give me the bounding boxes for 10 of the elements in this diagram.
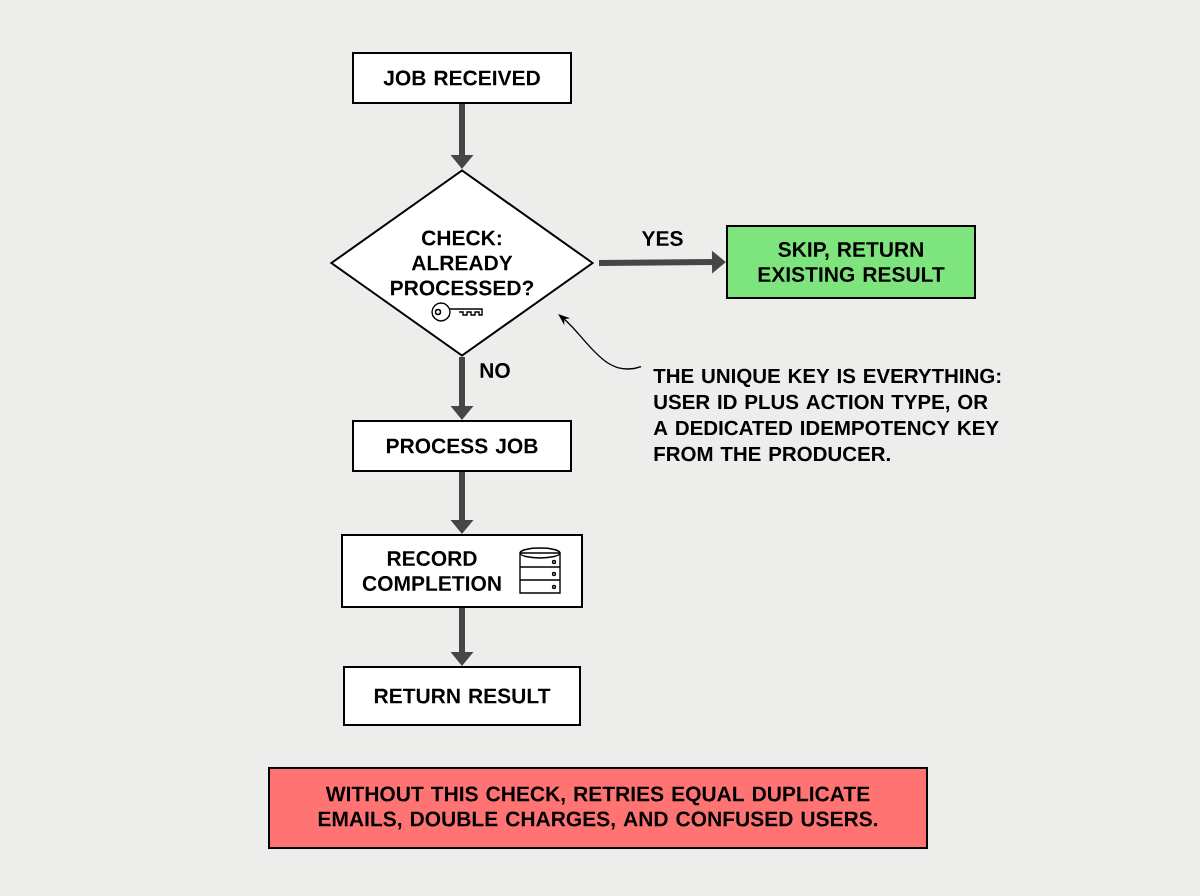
process-box: JOB RECEIVED (352, 52, 572, 104)
edge-label: NO (478, 362, 512, 379)
arrow (558, 314, 642, 370)
edge-label: YES (640, 230, 685, 247)
note-text: THE UNIQUE KEY IS EVERYTHING: USER ID PLUS ACTION TYPE, OR A DEDICATED IDEMPOTENCY KEY FROM THE PRODUCER. (653, 368, 1001, 462)
process-box: RECORD COMPLETION (341, 534, 583, 608)
process-box: RETURN RESULT (343, 666, 581, 726)
result-box: SKIP, RETURN EXISTING RESULT (726, 225, 976, 299)
warning-banner: WITHOUT THIS CHECK, RETRIES EQUAL DUPLICATE EMAILS, DOUBLE CHARGES, AND CONFUSED USERS. (268, 767, 928, 849)
process-box: PROCESS JOB (352, 420, 572, 472)
